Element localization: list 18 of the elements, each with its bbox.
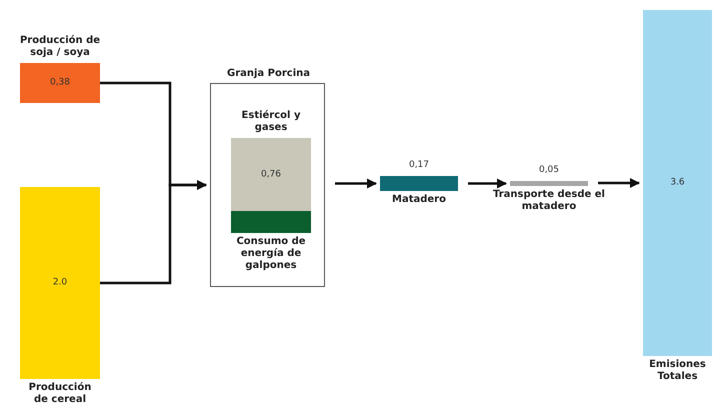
value-label: 0,38 [48, 76, 72, 90]
value-label: 3.6 [669, 176, 686, 190]
bar-label: Emisiones Totales [648, 359, 707, 383]
bar-label: Matadero [391, 194, 447, 206]
arrow [598, 178, 640, 188]
value-label: 0,17 [408, 158, 430, 172]
bar-label: Estiércol y gases [240, 110, 302, 134]
bar-label: Producción de cereal [28, 382, 92, 406]
bar-label: Transporte desde el matadero [492, 189, 606, 213]
bar-label: Producción de soja / soya [18, 35, 102, 59]
bar-label: Consumo de energía de galpones [235, 236, 307, 272]
value-label: 2.0 [52, 276, 68, 290]
arrow [100, 180, 207, 284]
arrow [468, 178, 507, 188]
bar-label: Granja Porcina [226, 68, 312, 80]
arrow [335, 178, 377, 188]
value-label: 0,05 [538, 164, 560, 176]
value-label: 0,76 [260, 168, 282, 181]
